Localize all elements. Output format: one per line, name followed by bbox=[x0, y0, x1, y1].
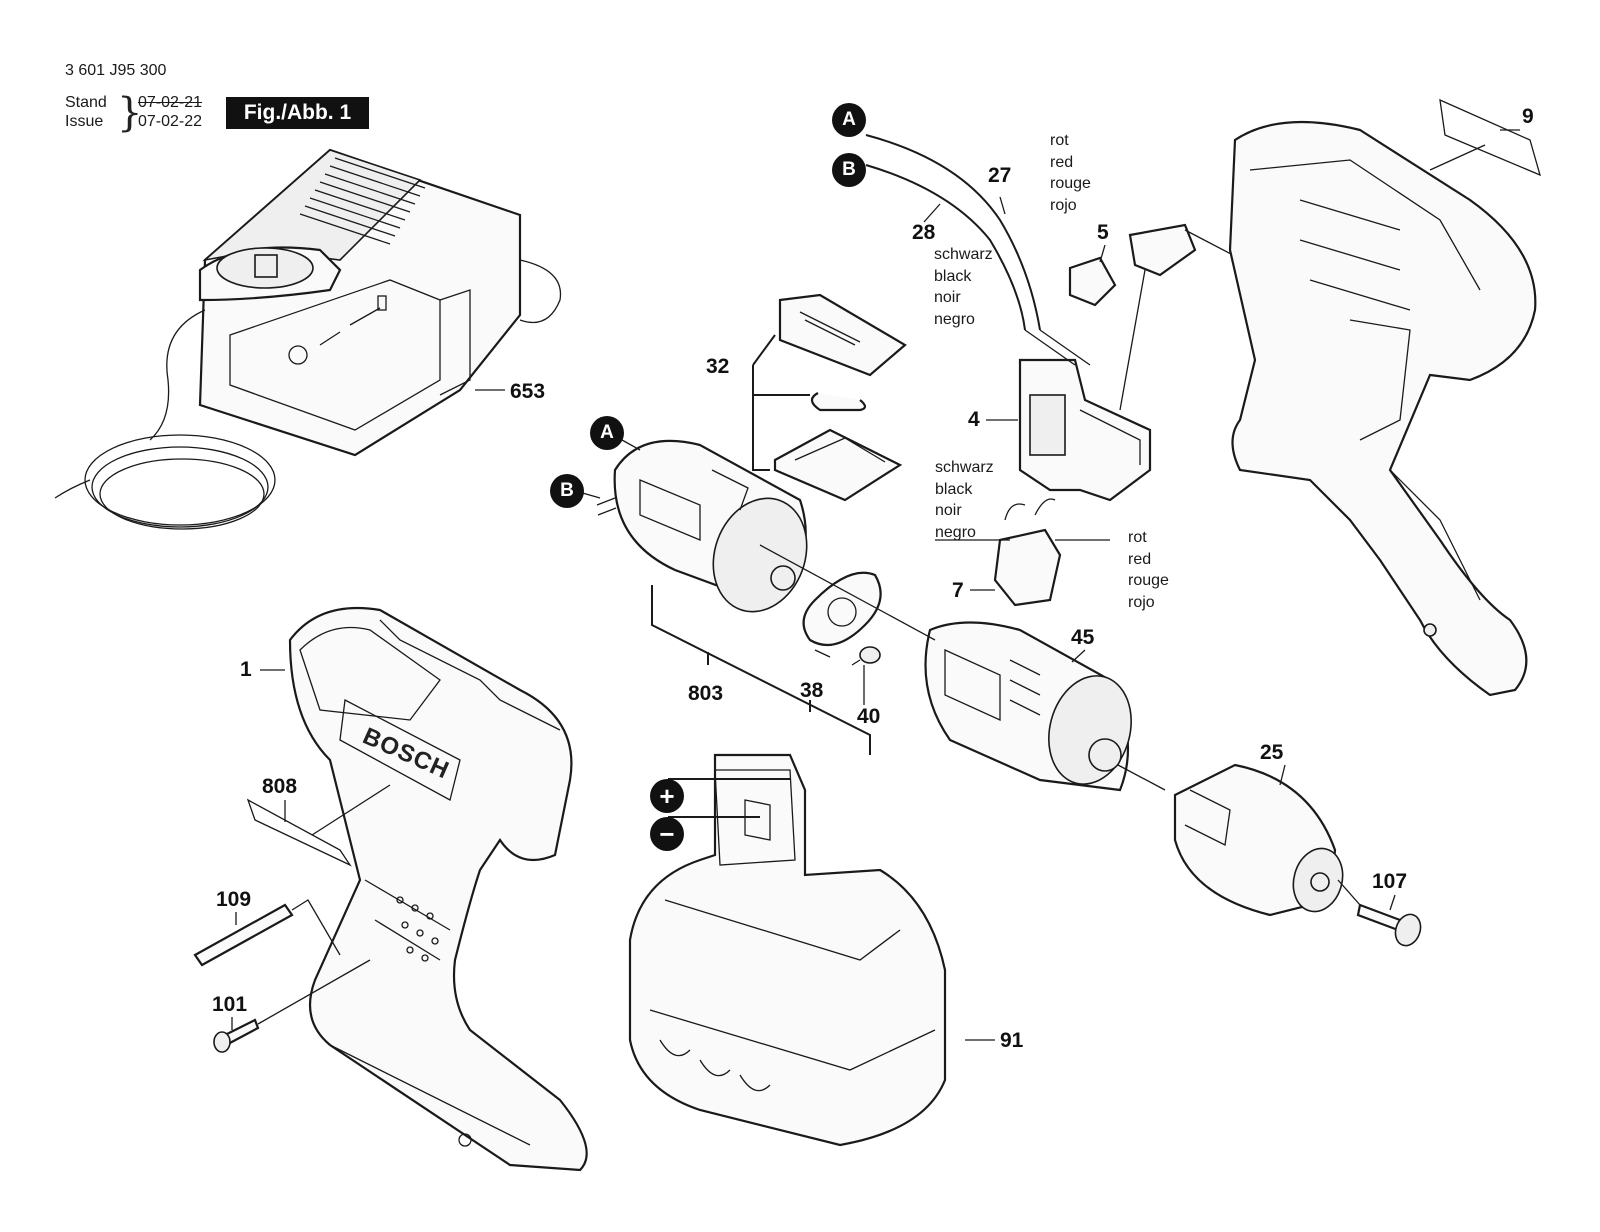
bit-and-screw-drawing bbox=[193, 899, 371, 1053]
gearbox-drawing bbox=[759, 544, 1166, 792]
wire-label-text: noir bbox=[934, 289, 961, 306]
plus-terminal-icon: + bbox=[650, 779, 684, 813]
part-number: 3 601 J95 300 bbox=[65, 62, 167, 79]
wire-label-text: negro bbox=[934, 310, 975, 328]
wire-label-red-top: rot red rouge rojo bbox=[1050, 130, 1091, 216]
part-label-808: 808 bbox=[262, 775, 298, 798]
wire-label-text: rojo bbox=[1050, 196, 1077, 214]
switch-cover-drawing bbox=[752, 293, 907, 502]
chuck-drawing bbox=[1173, 763, 1422, 947]
brace-glyph: } bbox=[117, 90, 143, 136]
part-label-1: 1 bbox=[240, 658, 252, 681]
part-label-40: 40 bbox=[857, 705, 881, 728]
wire-label-text: rouge bbox=[1128, 572, 1169, 589]
wire-label-black-mid: schwarz black noir negro bbox=[935, 457, 994, 543]
wire-label-red-mid: rot red rouge rojo bbox=[1128, 527, 1169, 613]
part-label-91: 91 bbox=[1000, 1029, 1024, 1052]
connector-marker-a-top: A bbox=[832, 103, 866, 137]
part-label-32: 32 bbox=[706, 355, 730, 378]
issue-date: 07-02-22 bbox=[138, 113, 203, 130]
switch-drawing bbox=[993, 223, 1301, 607]
stand-date: 07-02-21 bbox=[138, 94, 203, 111]
wire-label-text: negro bbox=[935, 523, 976, 541]
wire-label-text: red bbox=[1050, 153, 1074, 171]
stand-label: Stand bbox=[65, 94, 107, 111]
wire-label-black-top: schwarz black noir negro bbox=[934, 244, 993, 330]
minus-terminal-icon: − bbox=[650, 817, 684, 851]
part-label-803: 803 bbox=[688, 682, 724, 705]
wire-label-text: rot bbox=[1128, 529, 1147, 546]
part-label-45: 45 bbox=[1071, 626, 1095, 649]
wire-label-text: rouge bbox=[1050, 175, 1091, 192]
part-label-4: 4 bbox=[968, 408, 980, 431]
left-housing-drawing bbox=[246, 606, 588, 1172]
figure-label: Fig./Abb. 1 bbox=[226, 97, 369, 129]
part-label-25: 25 bbox=[1260, 741, 1284, 764]
part-label-9: 9 bbox=[1522, 105, 1534, 128]
wires-drawing bbox=[849, 134, 1091, 366]
part-label-28: 28 bbox=[912, 221, 936, 244]
part-label-5: 5 bbox=[1097, 221, 1109, 244]
part-label-107: 107 bbox=[1372, 870, 1408, 893]
right-housing-drawing bbox=[1228, 98, 1541, 697]
part-label-27: 27 bbox=[988, 164, 1012, 187]
wire-label-text: rojo bbox=[1128, 593, 1155, 611]
connector-marker-b-motor: B bbox=[550, 474, 584, 508]
wire-label-text: schwarz bbox=[934, 246, 993, 263]
charger-drawing bbox=[54, 148, 562, 530]
part-label-653: 653 bbox=[510, 380, 546, 403]
issue-label: Issue bbox=[65, 113, 104, 130]
part-label-109: 109 bbox=[216, 888, 252, 911]
part-label-101: 101 bbox=[212, 993, 248, 1016]
motor-drawing bbox=[596, 439, 871, 755]
battery-drawing bbox=[628, 753, 947, 1147]
connector-marker-b-top: B bbox=[832, 153, 866, 187]
wire-label-text: schwarz bbox=[935, 459, 994, 476]
part-label-38: 38 bbox=[800, 679, 824, 702]
part-label-7: 7 bbox=[952, 579, 964, 602]
wire-label-text: noir bbox=[935, 502, 962, 519]
wire-label-text: black bbox=[935, 480, 973, 498]
wire-label-text: red bbox=[1128, 550, 1152, 568]
connector-marker-a-motor: A bbox=[590, 416, 624, 450]
wire-label-text: rot bbox=[1050, 132, 1069, 149]
leader-lines bbox=[231, 129, 1520, 1041]
wire-label-text: black bbox=[934, 267, 972, 285]
motor-plate-drawing bbox=[802, 571, 882, 666]
